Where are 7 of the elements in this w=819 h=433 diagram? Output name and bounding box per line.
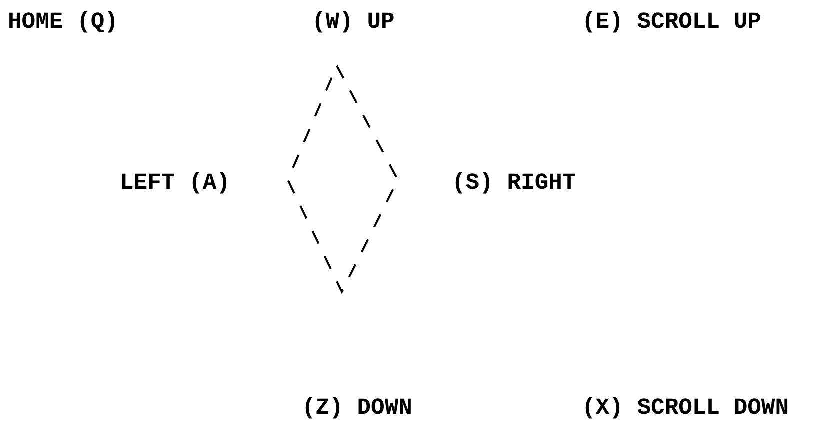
key-label: (W) UP	[312, 9, 395, 35]
key-label: (S) RIGHT	[452, 170, 576, 196]
key-label: (Z) DOWN	[302, 395, 412, 421]
key-label: (X) SCROLL DOWN	[582, 395, 790, 421]
key-label: (E) SCROLL UP	[582, 9, 762, 35]
key-label: HOME (Q)	[8, 9, 118, 35]
key-label: LEFT (A)	[120, 170, 230, 196]
